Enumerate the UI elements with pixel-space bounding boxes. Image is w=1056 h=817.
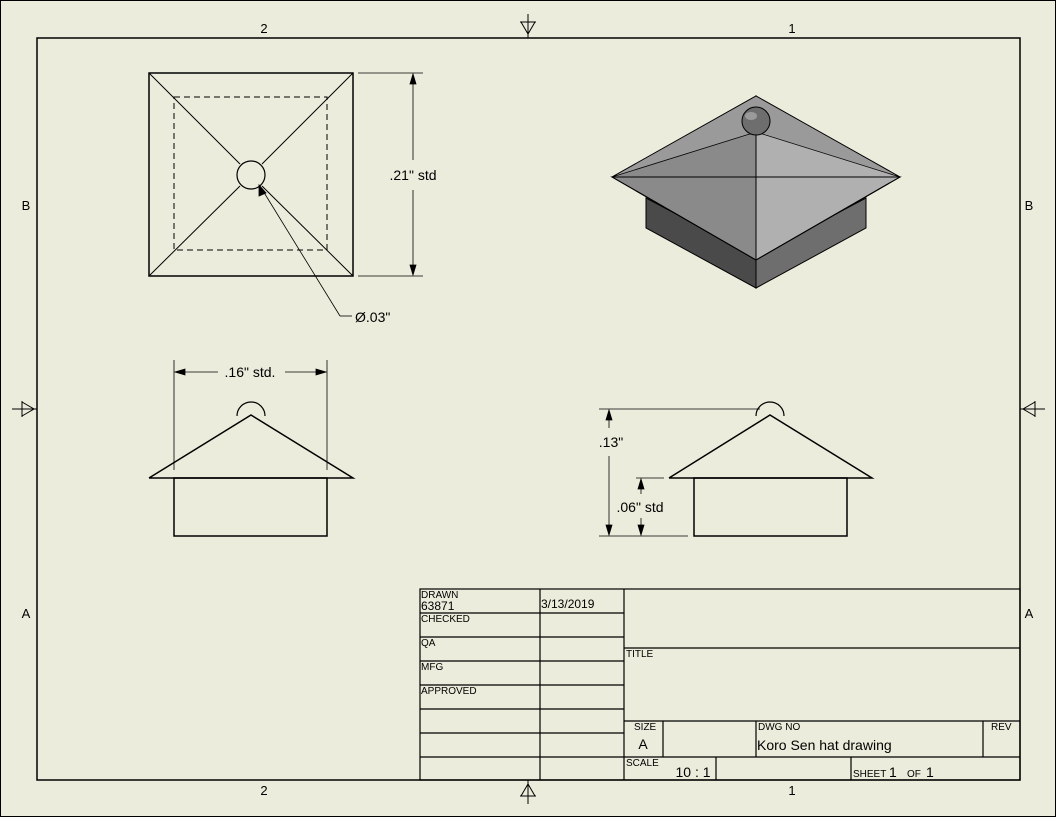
scale-value: 10 : 1: [675, 764, 710, 780]
size-value: A: [638, 736, 648, 752]
mfg-label: MFG: [421, 662, 443, 673]
zone-label-right-a: A: [1025, 606, 1034, 621]
zone-label-top-1: 1: [788, 21, 795, 36]
zone-label-top-2: 2: [260, 21, 267, 36]
top-view: [148, 72, 354, 277]
checked-label: CHECKED: [421, 614, 470, 625]
dwg-no-label: DWG NO: [758, 722, 800, 733]
title-label: TITLE: [626, 649, 654, 660]
center-mark-top: [520, 14, 536, 38]
title-block: [419, 588, 1021, 781]
drawn-label: DRAWN: [421, 590, 458, 601]
dwg-no-value: Koro Sen hat drawing: [757, 737, 892, 753]
zone-label-left-a: A: [22, 606, 31, 621]
side-view: [668, 401, 875, 537]
sheet-label: SHEET: [853, 769, 886, 780]
rev-label: REV: [991, 722, 1012, 733]
qa-label: QA: [421, 638, 436, 649]
drawn-by-value: 63871: [421, 599, 455, 613]
center-mark-bottom: [520, 780, 536, 804]
center-mark-right: [1020, 401, 1045, 417]
sheet-number: 1: [889, 764, 897, 780]
dimension-side-total-height-label: .13": [599, 434, 623, 450]
center-mark-left: [12, 401, 37, 417]
zone-label-left-b: B: [22, 198, 31, 213]
drawn-date-value: 3/13/2019: [541, 597, 595, 611]
leader-knob-diameter: [258, 183, 352, 317]
zone-label-bottom-2: 2: [260, 783, 267, 798]
dimension-top-height: [358, 72, 423, 277]
of-label: OF: [907, 769, 921, 780]
front-view: [148, 401, 356, 537]
dimension-front-width-label: .16" std.: [225, 364, 276, 380]
dimension-side-base-height-label: .06" std: [617, 499, 664, 515]
zone-label-right-b: B: [1025, 198, 1034, 213]
size-label: SIZE: [634, 722, 657, 733]
dimension-front-width: [173, 360, 328, 470]
scale-label: SCALE: [626, 758, 659, 769]
sheet-total: 1: [926, 764, 934, 780]
dimension-knob-diameter-label: Ø.03": [355, 309, 390, 325]
dimension-side-heights: [599, 408, 760, 537]
zone-label-bottom-1: 1: [788, 783, 795, 798]
dimension-top-height-label: .21" std: [390, 167, 437, 183]
isometric-view: [610, 95, 902, 289]
approved-label: APPROVED: [421, 686, 477, 697]
